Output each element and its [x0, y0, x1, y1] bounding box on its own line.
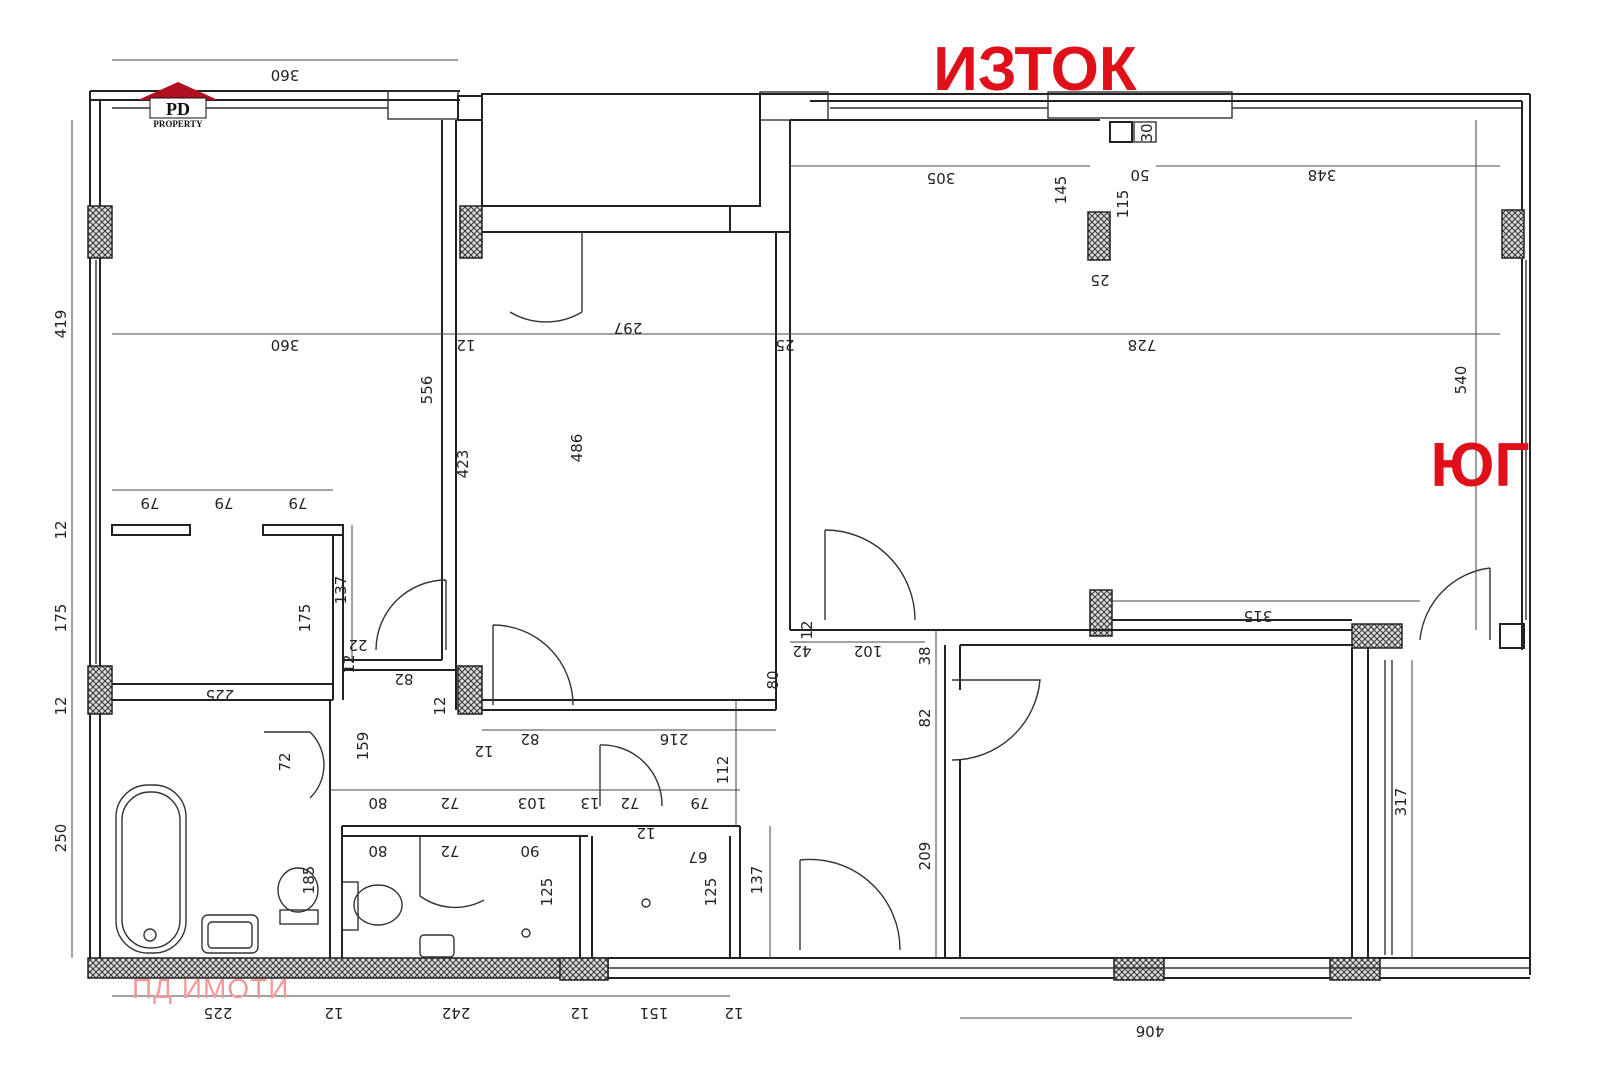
dim-label: 38	[916, 646, 934, 665]
dim-label: 159	[354, 732, 372, 761]
dim-label: 12	[456, 336, 475, 354]
dim-label: 317	[1392, 788, 1410, 817]
dim-label: 242	[442, 1004, 471, 1022]
dim-label: 25	[1090, 271, 1109, 289]
dim-label: 72	[620, 794, 639, 812]
dim-label: 423	[454, 450, 472, 479]
dim-label: 12	[340, 654, 358, 673]
dim-label: 82	[394, 670, 413, 688]
dim-label: 22	[348, 636, 367, 654]
dim-label: 225	[206, 686, 235, 704]
dim-label: 115	[1114, 190, 1132, 219]
dim-label: 80	[764, 670, 782, 689]
dim-label: 348	[1308, 166, 1337, 184]
dim-label: 67	[688, 848, 707, 866]
outer-walls	[87, 90, 1531, 979]
dim-label: 540	[1452, 366, 1470, 395]
dim-label: 12	[636, 824, 655, 842]
dim-label: 225	[204, 1004, 233, 1022]
dim-label: 103	[518, 794, 547, 812]
dim-label: 80	[368, 842, 387, 860]
dim-label: 360	[271, 66, 300, 84]
dim-label: 72	[276, 752, 294, 771]
dim-label: 112	[714, 756, 732, 785]
property-logo: PD PROPERTY	[138, 82, 218, 129]
dim-label: 728	[1128, 336, 1157, 354]
dim-label: 79	[288, 494, 307, 512]
dim-label: 175	[296, 604, 314, 633]
logo-text: PROPERTY	[153, 119, 203, 129]
logo-mark: PD	[166, 99, 190, 119]
dim-label: 90	[520, 842, 539, 860]
dim-label: 72	[440, 842, 459, 860]
dim-label: 486	[568, 434, 586, 463]
dim-label: 216	[660, 730, 689, 748]
dim-label: 297	[614, 319, 643, 337]
dim-label: 12	[52, 520, 70, 539]
dim-label: 25	[775, 336, 794, 354]
dim-label: 82	[916, 708, 934, 727]
dim-label: 42	[792, 642, 811, 660]
dim-label: 145	[1052, 176, 1070, 205]
dim-label: 406	[1136, 1022, 1165, 1040]
dim-label: 79	[690, 794, 709, 812]
dim-label: 315	[1244, 607, 1273, 625]
dim-label: 102	[854, 642, 883, 660]
dim-label: 12	[724, 1004, 743, 1022]
dim-label: 125	[538, 878, 556, 907]
dimension-lines	[71, 59, 1500, 1019]
watermark-text: ПД ИМОТИ	[132, 973, 289, 1004]
windows	[95, 107, 1530, 969]
dim-label: 209	[916, 842, 934, 871]
dim-label: 137	[332, 576, 350, 605]
dim-label: 151	[640, 1004, 669, 1022]
dim-label: 12	[474, 742, 493, 760]
dim-label: 12	[570, 1004, 589, 1022]
dim-label: 12	[52, 696, 70, 715]
dim-label: 30	[1138, 123, 1156, 142]
direction-east-label: ИЗТОК	[933, 35, 1137, 104]
dim-label: 82	[520, 730, 539, 748]
dim-label: 556	[418, 376, 436, 405]
dim-label: 360	[271, 336, 300, 354]
dim-label: 79	[214, 494, 233, 512]
dim-label: 175	[52, 604, 70, 633]
dim-label: 250	[52, 824, 70, 853]
bathroom-fixtures	[115, 784, 651, 958]
dim-label: 12	[431, 696, 449, 715]
structural-columns	[87, 121, 1525, 981]
dim-label: 50	[1130, 166, 1149, 184]
dim-label: 125	[702, 878, 720, 907]
dim-label: 185	[300, 866, 318, 895]
dim-label: 12	[324, 1004, 343, 1022]
dim-label: 80	[368, 794, 387, 812]
dim-label: 305	[927, 169, 956, 187]
dim-label: 13	[580, 794, 599, 812]
dim-label: 12	[798, 620, 816, 639]
dim-label: 72	[440, 794, 459, 812]
direction-south-label: ЮГ	[1430, 431, 1529, 500]
dim-label: 419	[52, 310, 70, 339]
doors	[264, 232, 1491, 951]
dim-label: 79	[140, 494, 159, 512]
dimension-labels: 360 305 145 30 50 115 348 25 419 360 12 …	[52, 66, 1470, 1040]
interior-walls	[111, 93, 1393, 958]
dim-label: 137	[748, 866, 766, 895]
